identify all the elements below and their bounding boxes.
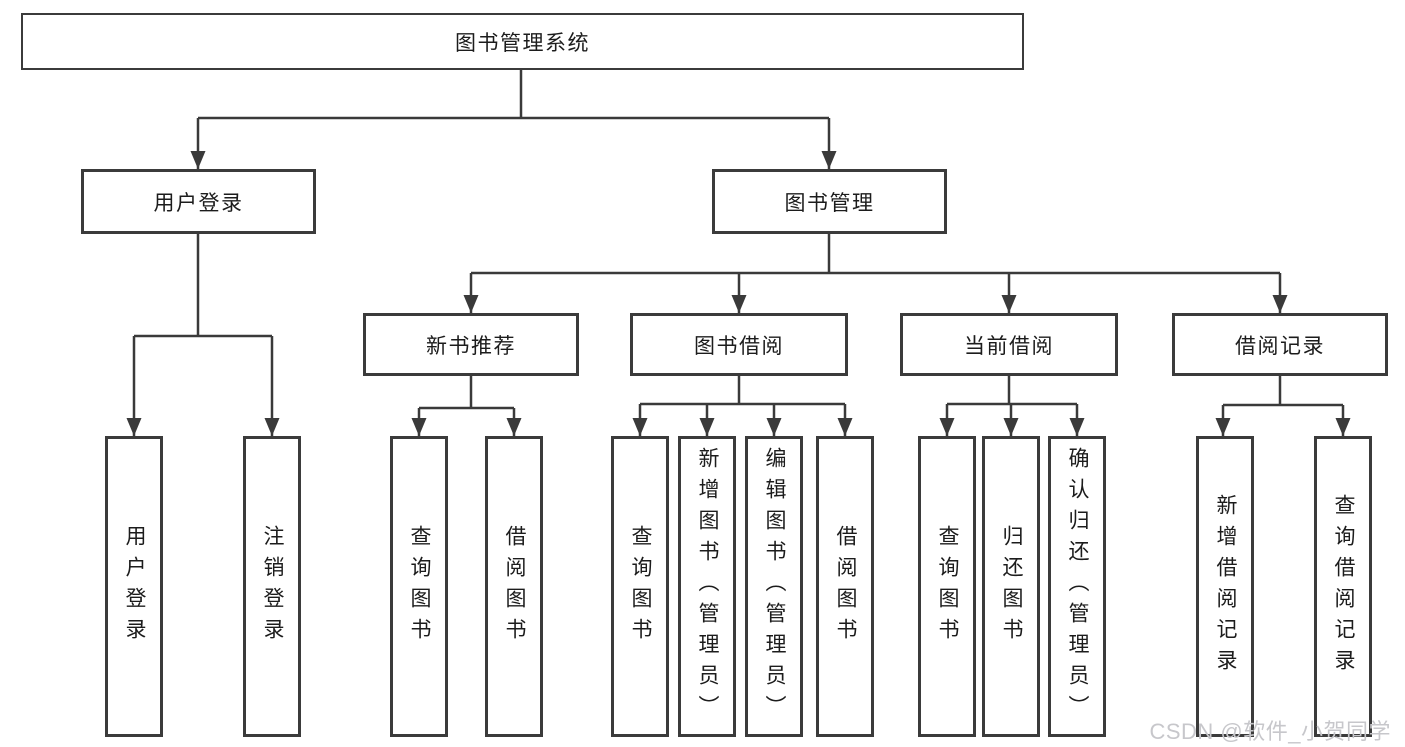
node-query-borrow-record: 查询借阅记录	[1314, 436, 1372, 737]
node-label: 编辑图书（管理员）	[763, 447, 787, 726]
node-book-management: 图书管理	[712, 169, 947, 234]
node-label: 查询图书	[629, 524, 653, 649]
node-label: 用户登录	[123, 524, 147, 649]
node-new-book-recommendation: 新书推荐	[363, 313, 579, 376]
node-borrow-books-recommend: 借阅图书	[485, 436, 543, 737]
node-label: 用户登录	[153, 191, 244, 215]
node-user-login: 用户登录	[81, 169, 316, 234]
node-label: 确认归还（管理员）	[1066, 447, 1090, 726]
node-label: 查询借阅记录	[1332, 493, 1356, 680]
node-label: 图书管理系统	[455, 31, 590, 55]
connector-lines	[132, 70, 1345, 436]
node-logout: 注销登录	[243, 436, 301, 737]
node-label: 注销登录	[261, 524, 285, 649]
node-user-login-leaf: 用户登录	[105, 436, 163, 737]
node-label: 新书推荐	[426, 334, 516, 358]
node-library-management-system: 图书管理系统	[21, 13, 1024, 70]
node-current-borrowing: 当前借阅	[900, 313, 1118, 376]
node-confirm-return-admin: 确认归还（管理员）	[1048, 436, 1106, 737]
node-edit-books-admin: 编辑图书（管理员）	[745, 436, 803, 737]
node-query-books-recommend: 查询图书	[390, 436, 448, 737]
node-label: 当前借阅	[964, 334, 1054, 358]
node-label: 新增借阅记录	[1214, 493, 1238, 680]
node-label: 借阅记录	[1235, 334, 1325, 358]
node-query-books-borrowing: 查询图书	[611, 436, 669, 737]
node-add-borrow-record: 新增借阅记录	[1196, 436, 1254, 737]
node-label: 借阅图书	[503, 524, 527, 649]
node-add-books-admin: 新增图书（管理员）	[678, 436, 736, 737]
node-query-books-current: 查询图书	[918, 436, 976, 737]
node-borrowing-records: 借阅记录	[1172, 313, 1388, 376]
node-label: 图书借阅	[694, 334, 784, 358]
node-label: 查询图书	[408, 524, 432, 649]
node-book-borrowing: 图书借阅	[630, 313, 848, 376]
node-label: 借阅图书	[834, 524, 858, 649]
node-borrow-books: 借阅图书	[816, 436, 874, 737]
node-label: 新增图书（管理员）	[696, 447, 720, 726]
node-return-books: 归还图书	[982, 436, 1040, 737]
node-label: 图书管理	[784, 191, 875, 215]
node-label: 归还图书	[1000, 524, 1024, 649]
node-label: 查询图书	[936, 524, 960, 649]
